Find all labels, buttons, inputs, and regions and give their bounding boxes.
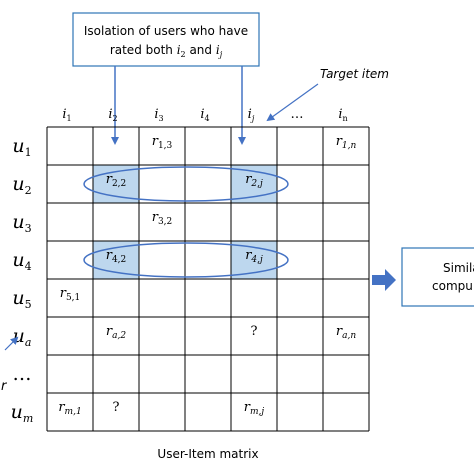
rating-cell: ? — [251, 324, 258, 339]
similarity-box-line1: Simila — [443, 261, 474, 275]
column-header: i2 — [108, 107, 117, 123]
column-header: i4 — [200, 107, 209, 123]
row-header: um — [11, 401, 34, 425]
row-u2-pair-ellipse — [83, 166, 289, 202]
column-header: ij — [248, 107, 255, 123]
row-headers: u1 u2 u3 u4 u5 ua … um — [11, 135, 34, 425]
rating-cell: r4,2 — [106, 248, 127, 265]
row-header: u5 — [12, 287, 31, 311]
rating-cell: r3,2 — [152, 210, 173, 227]
rating-cell: ra,n — [336, 324, 356, 341]
isolation-callout-box — [72, 12, 260, 67]
similarity-box — [401, 247, 474, 307]
row-u4-pair-ellipse — [83, 242, 289, 278]
column-header: i3 — [154, 107, 163, 123]
target-item-label: Target item — [320, 67, 389, 81]
row-header: … — [13, 363, 32, 385]
similarity-block-arrow — [372, 269, 396, 291]
target-item-arrow — [266, 83, 319, 122]
rating-cell: rm,1 — [58, 400, 81, 417]
rating-cell: ? — [113, 400, 120, 415]
rating-cell: r5,1 — [60, 286, 81, 303]
rating-cell: r2,j — [245, 172, 263, 189]
column-header: … — [291, 107, 304, 122]
row-header: ua — [13, 325, 32, 349]
rating-cell: r2,2 — [106, 172, 127, 189]
rating-cell: r1,3 — [152, 134, 173, 151]
similarity-box-line2: compu — [432, 279, 473, 293]
rating-cell: r4,j — [245, 248, 263, 265]
row-header: u1 — [12, 135, 31, 159]
column-headers: i1 i2 i3 i4 ij … in — [62, 107, 347, 123]
rating-cell: r1,n — [336, 134, 357, 151]
matrix-caption: User-Item matrix — [157, 447, 258, 461]
column-header: in — [338, 107, 347, 123]
rating-cell: ra,2 — [106, 324, 126, 341]
column-header: i1 — [62, 107, 71, 123]
isolation-callout-line1: Isolation of users who have — [84, 24, 248, 38]
row-header: u4 — [12, 249, 31, 273]
left-fragment-label: r — [1, 379, 8, 394]
row-header: u3 — [12, 211, 31, 235]
row-header: u2 — [12, 173, 31, 197]
matrix-grid — [46, 126, 370, 432]
rating-cell: rm,j — [244, 400, 265, 417]
left-fragment-arrow — [4, 336, 19, 351]
matrix-cells: r1,3 r1,n r2,2 r2,j r3,2 r4,2 r4,j r5,1 ra,2? ra,… — [58, 134, 356, 417]
isolation-callout-line2: rated both i2 and ij — [110, 43, 223, 59]
